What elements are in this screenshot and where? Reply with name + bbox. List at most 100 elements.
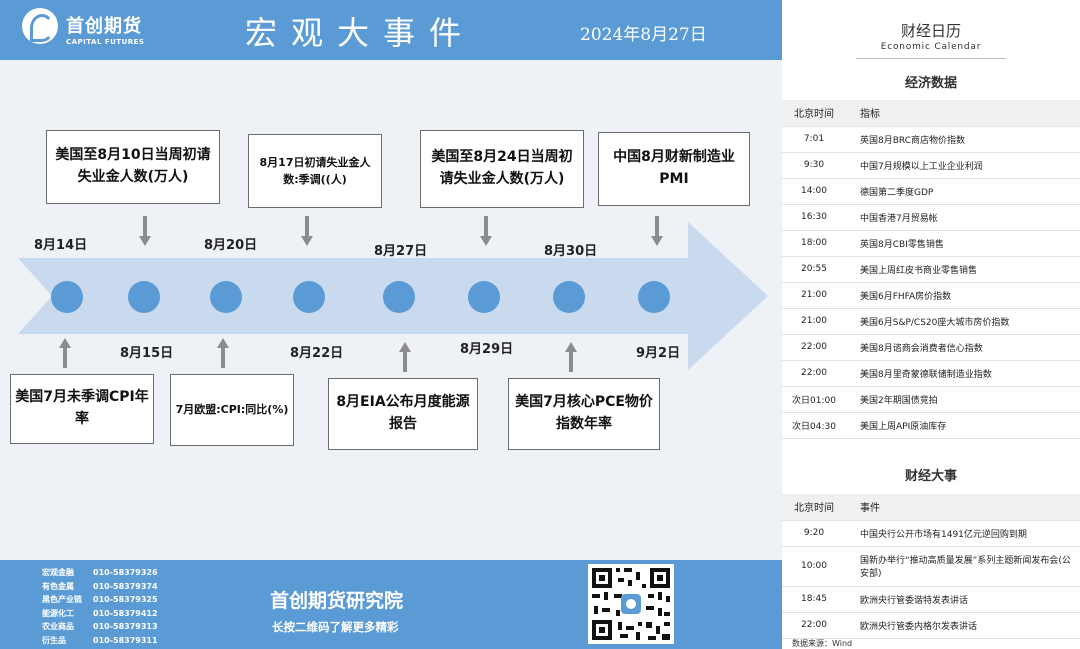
arrow-up-icon: [217, 338, 229, 368]
logo-text: 首创期货: [66, 16, 142, 37]
contact-phone: 010-58379412: [93, 608, 158, 618]
arrow-up-icon: [59, 338, 71, 368]
timeline-date: 9月2日: [636, 346, 681, 361]
contact-phone: 010-58379313: [93, 622, 158, 632]
divider: [856, 58, 1006, 59]
row-time: 21:00: [782, 282, 846, 309]
row-time: 次日01:00: [782, 386, 846, 413]
report-date: 2024年8月27日: [580, 25, 707, 45]
row-item: 德国第二季度GDP: [846, 178, 1080, 205]
column-header-time: 北京时间: [782, 100, 846, 127]
row-time: 7:01: [782, 126, 846, 153]
timeline-dot: [638, 281, 670, 313]
timeline-dot: [51, 281, 83, 313]
timeline-date: 8月14日: [34, 238, 88, 253]
arrow-up-icon: [399, 342, 411, 372]
row-item: 美国8月里奇蒙德联储制造业指数: [846, 360, 1080, 387]
timeline-date: 8月27日: [374, 244, 428, 259]
arrow-up-icon: [565, 342, 577, 372]
table-header-row: 北京时间 指标: [782, 100, 1080, 127]
contact-label: 宏观金融: [42, 568, 74, 578]
contact-phone: 010-58379311: [93, 635, 158, 645]
row-item: 美国6月S&P/CS20座大城市房价指数: [846, 308, 1080, 335]
contact-label: 能源化工: [42, 608, 74, 618]
logo-mark-icon: [22, 8, 58, 44]
arrow-down-icon: [139, 216, 151, 246]
arrow-down-icon: [301, 216, 313, 246]
contact-row: 衍生品 010-58379311: [42, 634, 158, 648]
event-box-top: 8月17日初请失业金人数:季调((人): [248, 134, 382, 208]
arrow-down-icon: [651, 216, 663, 246]
qr-hint: 长按二维码了解更多精彩: [272, 620, 399, 634]
header-bar: 首创期货 CAPITAL FUTURES 宏观大事件 2024年8月27日: [0, 0, 782, 60]
row-time: 22:00: [782, 360, 846, 387]
row-time: 18:00: [782, 230, 846, 257]
row-item: 国新办举行“推动高质量发展”系列主题新闻发布会(公安部): [846, 546, 1080, 587]
event-box-top: 中国8月财新制造业PMI: [598, 132, 750, 206]
timeline-date: 8月15日: [120, 346, 174, 361]
event-box-top: 美国至8月10日当周初请失业金人数(万人): [46, 130, 220, 204]
column-header-event: 事件: [846, 494, 1080, 521]
timeline-date: 8月22日: [290, 346, 344, 361]
timeline-arrow: [18, 222, 768, 370]
row-time: 9:20: [782, 520, 846, 547]
column-header-item: 指标: [846, 100, 1080, 127]
row-time: 10:00: [782, 546, 846, 587]
row-time: 20:55: [782, 256, 846, 283]
contact-row: 农业商品 010-58379313: [42, 620, 158, 634]
row-item: 英国8月CBI零售销售: [846, 230, 1080, 257]
economic-calendar-panel: 财经日历 Economic Calendar 经济数据 北京时间 指标 7:01…: [782, 0, 1080, 649]
row-item: 欧洲央行管委谐特发表讲话: [846, 586, 1080, 613]
company-logo: 首创期货 CAPITAL FUTURES: [22, 8, 152, 52]
arrow-down-icon: [480, 216, 492, 246]
column-header-time: 北京时间: [782, 494, 846, 521]
timeline-date: 8月30日: [544, 244, 598, 259]
timeline-dot: [468, 281, 500, 313]
contact-label: 有色金属: [42, 581, 74, 591]
row-item: 美国上周红皮书商业零售销售: [846, 256, 1080, 283]
contact-label: 衍生品: [42, 635, 66, 645]
row-time: 14:00: [782, 178, 846, 205]
timeline-date: 8月20日: [204, 238, 258, 253]
row-item: 中国7月规模以上工业企业利润: [846, 152, 1080, 179]
row-item: 英国8月BRC商店物价指数: [846, 126, 1080, 153]
event-box-top: 美国至8月24日当周初请失业金人数(万人): [420, 130, 584, 208]
timeline-dot: [210, 281, 242, 313]
calendar-subtitle: Economic Calendar: [880, 42, 982, 52]
timeline-dot: [128, 281, 160, 313]
timeline-dot: [553, 281, 585, 313]
row-item: 中国央行公开市场有1491亿元逆回购到期: [846, 520, 1080, 547]
events-section-title: 财经大事: [904, 469, 957, 484]
row-item: 欧洲央行管委内格尔发表讲话: [846, 612, 1080, 639]
page-title: 宏观大事件: [244, 14, 475, 52]
qr-code-icon[interactable]: [588, 564, 674, 644]
row-time: 18:45: [782, 586, 846, 613]
row-item: 中国香港7月贸易帐: [846, 204, 1080, 231]
timeline-panel: 首创期货 CAPITAL FUTURES 宏观大事件 2024年8月27日 美国…: [0, 0, 782, 649]
contact-row: 能源化工 010-58379412: [42, 607, 158, 621]
contact-label: 农业商品: [42, 622, 74, 632]
contact-label: 黑色产业链: [42, 595, 82, 605]
calendar-title: 财经日历: [900, 22, 961, 40]
contact-phone: 010-58379374: [93, 581, 158, 591]
row-item: 美国6月FHFA房价指数: [846, 282, 1080, 309]
event-box-bottom: 美国7月未季调CPI年率: [10, 374, 154, 444]
timeline-dot: [293, 281, 325, 313]
